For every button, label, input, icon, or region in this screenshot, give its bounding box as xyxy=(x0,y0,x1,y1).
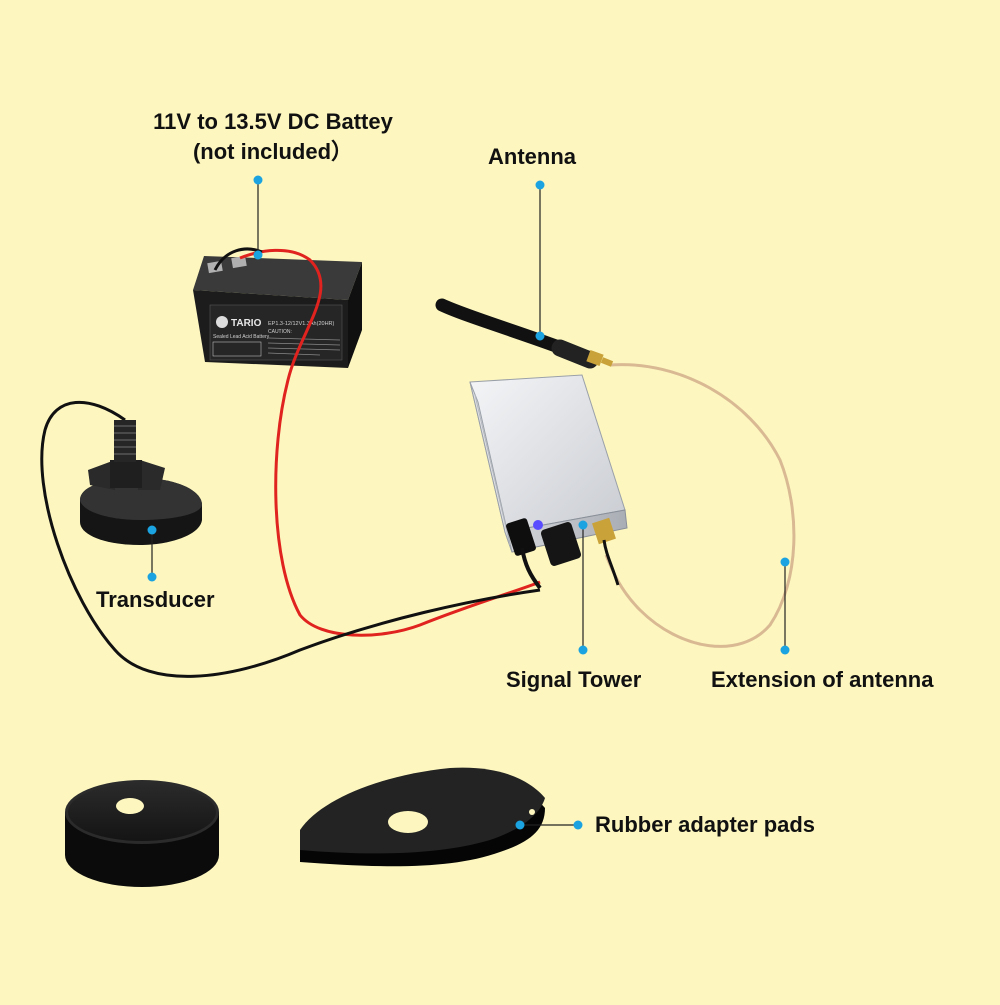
battery-model: EP1.3-12/12V1.3Ah(20HR) xyxy=(268,321,335,327)
extension-label: Extension of antenna xyxy=(711,667,934,692)
battery-caution: CAUTION: xyxy=(268,329,292,335)
antenna-label: Antenna xyxy=(488,144,576,169)
signal-tower-box xyxy=(469,374,628,586)
black-wire-to-box xyxy=(520,547,542,590)
leader-extension xyxy=(780,557,790,655)
battery-brand: TARIO xyxy=(231,318,262,329)
leader-rubber-pads xyxy=(515,820,583,830)
battery-label-line2: (not included） xyxy=(192,139,354,164)
battery-subtitle: Sealed Lead Acid Battery xyxy=(213,334,270,340)
battery-label-line1: 11V to 13.5V DC Battey xyxy=(153,109,393,134)
battery-label: 11V to 13.5V DC Battey (not included） xyxy=(120,107,426,167)
black-wire-transducer xyxy=(40,400,541,678)
signal-tower-label: Signal Tower xyxy=(506,667,642,692)
round-rubber-pad xyxy=(65,780,219,887)
antenna xyxy=(435,298,614,369)
rubber-pads-label: Rubber adapter pads xyxy=(595,812,816,837)
transducer-label: Transducer xyxy=(96,587,215,612)
antenna-extension-cable xyxy=(604,363,796,648)
leader-antenna xyxy=(535,180,545,341)
battery: TARIO Sealed Lead Acid Battery EP1.3-12/… xyxy=(193,255,362,368)
oval-rubber-pad xyxy=(300,767,545,867)
leader-signal-tower xyxy=(578,520,588,655)
red-wire xyxy=(239,248,541,637)
leader-battery xyxy=(253,175,263,260)
leader-transducer xyxy=(147,525,157,582)
transducer xyxy=(80,420,202,545)
